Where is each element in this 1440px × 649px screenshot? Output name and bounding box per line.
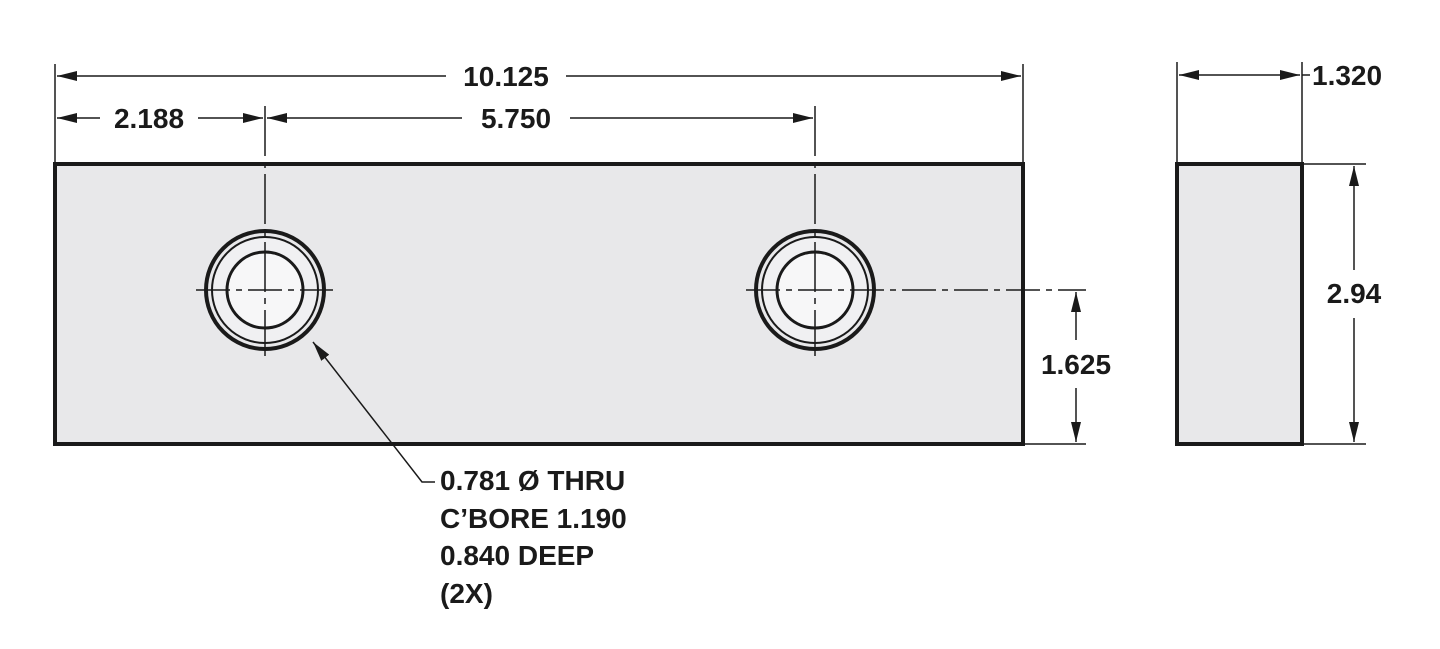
counterbore-hole-left [196, 106, 333, 356]
dimension-label-overall-length: 10.125 [463, 61, 549, 92]
front-view-outline [53, 162, 1025, 446]
dimension-side-height: 2.94 [1327, 166, 1382, 442]
callout-line-4: (2X) [440, 578, 493, 609]
dimension-overall-length: 10.125 [57, 61, 1021, 92]
dimension-label-hole-height: 1.625 [1041, 349, 1111, 380]
dimension-label-thickness: 1.320 [1312, 60, 1382, 91]
dimension-edge-to-hole: 2.188 [57, 103, 263, 134]
callout-line-1: 0.781 Ø THRU [440, 465, 625, 496]
side-view-outline [1175, 162, 1304, 446]
dimension-label-edge-to-hole: 2.188 [114, 103, 184, 134]
side-view: 1.320 2.94 [1175, 60, 1382, 446]
dimension-hole-spacing: 5.750 [267, 103, 813, 134]
dimension-thickness: 1.320 [1179, 60, 1382, 91]
front-view: 10.125 2.188 5.750 1.625 [53, 61, 1111, 483]
dimension-hole-height: 1.625 [1041, 292, 1111, 442]
callout-line-2: C’BORE 1.190 [440, 503, 627, 534]
dimension-label-hole-spacing: 5.750 [481, 103, 551, 134]
counterbore-hole-right [746, 106, 1086, 356]
dimension-label-side-height: 2.94 [1327, 278, 1382, 309]
callout-leader-line [312, 341, 435, 483]
callout-line-3: 0.840 DEEP [440, 540, 594, 571]
hole-callout-note: 0.781 Ø THRU C’BORE 1.190 0.840 DEEP (2X… [440, 465, 627, 609]
